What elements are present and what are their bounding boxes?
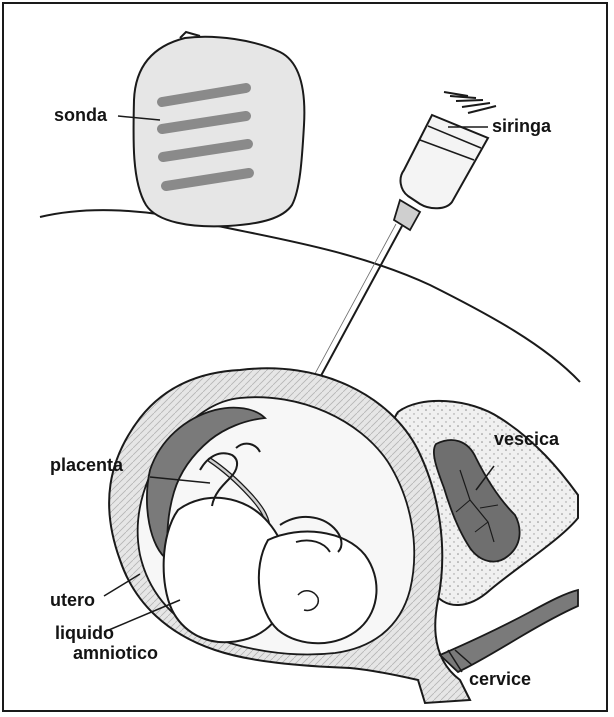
ultrasound-probe-icon [118,32,304,226]
label-liquido-amniotico: liquido amniotico [55,624,158,664]
label-sonda: sonda [54,106,107,126]
label-placenta: placenta [50,456,123,476]
label-cervice: cervice [469,670,531,690]
label-utero: utero [50,591,95,611]
label-siringa: siringa [492,117,551,137]
label-liquido-line1: liquido [55,624,158,644]
label-liquido-line2: amniotico [73,644,158,664]
label-vescica: vescica [494,430,559,450]
abdomen-outline [40,210,580,382]
